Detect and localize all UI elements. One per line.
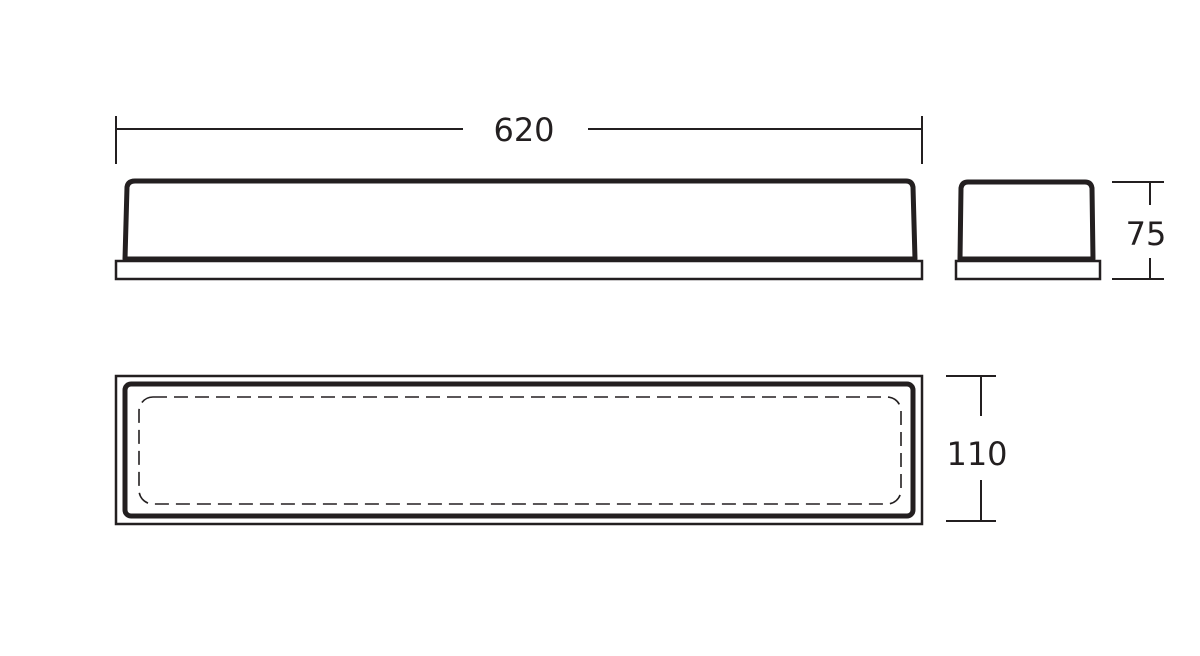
length-label: 620	[493, 111, 554, 149]
side-housing	[957, 179, 1096, 262]
length-dimension	[115, 116, 923, 164]
front-view	[114, 178, 924, 281]
width-dimension	[946, 375, 996, 522]
front-housing	[122, 178, 918, 262]
top-diffuser-outline	[138, 396, 902, 505]
height-dimension	[1112, 181, 1164, 280]
height-label: 75	[1126, 215, 1167, 253]
top-view	[114, 374, 924, 526]
side-base-plate	[954, 259, 1102, 281]
top-housing-outline	[122, 381, 916, 519]
front-base-plate	[114, 259, 924, 281]
top-outer-frame	[114, 374, 924, 526]
width-label: 110	[946, 435, 1007, 473]
side-view	[954, 179, 1102, 281]
